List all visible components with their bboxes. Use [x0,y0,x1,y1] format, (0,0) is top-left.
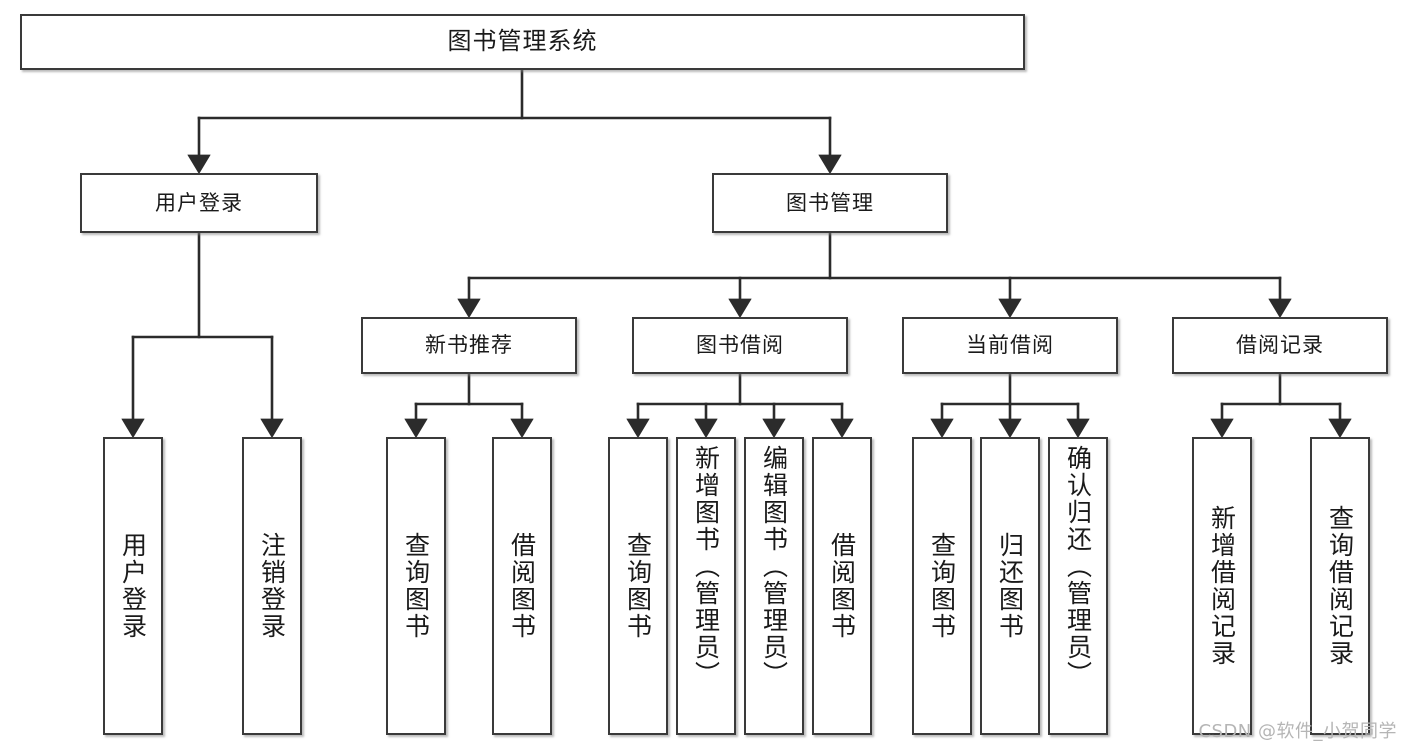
node-leaf-add-book-admin[interactable]: 新增图书（管理员） [676,437,736,735]
node-borrow-record[interactable]: 借阅记录 [1172,317,1388,374]
node-current-borrow-label: 当前借阅 [966,333,1054,358]
node-leaf-borrow-book-1-label: 借阅图书 [507,532,537,640]
node-leaf-query-book-2[interactable]: 查询图书 [608,437,668,735]
node-borrow-record-label: 借阅记录 [1236,333,1324,358]
node-leaf-borrow-book-1[interactable]: 借阅图书 [492,437,552,735]
node-book-borrow-label: 图书借阅 [696,333,784,358]
node-book-manage[interactable]: 图书管理 [712,173,948,233]
node-leaf-confirm-return-admin-label: 确认归还（管理员） [1063,445,1093,688]
node-leaf-add-borrow-record-label: 新增借阅记录 [1207,505,1237,667]
node-new-book-recommend[interactable]: 新书推荐 [361,317,577,374]
node-leaf-query-book-2-label: 查询图书 [623,532,653,640]
node-leaf-query-borrow-record-label: 查询借阅记录 [1325,505,1355,667]
node-leaf-logout-login-label: 注销登录 [257,532,287,640]
node-leaf-add-borrow-record[interactable]: 新增借阅记录 [1192,437,1252,735]
node-root-label: 图书管理系统 [447,27,598,56]
node-leaf-return-book[interactable]: 归还图书 [980,437,1040,735]
node-leaf-add-book-admin-label: 新增图书（管理员） [691,445,721,688]
node-leaf-borrow-book-2-label: 借阅图书 [827,532,857,640]
node-leaf-borrow-book-2[interactable]: 借阅图书 [812,437,872,735]
node-leaf-query-book-3-label: 查询图书 [927,532,957,640]
node-new-book-recommend-label: 新书推荐 [425,333,513,358]
node-leaf-confirm-return-admin[interactable]: 确认归还（管理员） [1048,437,1108,735]
node-root-system[interactable]: 图书管理系统 [20,14,1025,70]
node-current-borrow[interactable]: 当前借阅 [902,317,1118,374]
node-leaf-query-borrow-record[interactable]: 查询借阅记录 [1310,437,1370,735]
node-book-manage-label: 图书管理 [786,190,874,215]
node-user-login-label: 用户登录 [155,190,243,215]
node-leaf-query-book-1-label: 查询图书 [401,532,431,640]
node-leaf-edit-book-admin-label: 编辑图书（管理员） [759,445,789,688]
node-book-borrow[interactable]: 图书借阅 [632,317,848,374]
node-leaf-query-book-1[interactable]: 查询图书 [386,437,446,735]
node-leaf-user-login[interactable]: 用户登录 [103,437,163,735]
node-leaf-user-login-label: 用户登录 [118,532,148,640]
node-leaf-edit-book-admin[interactable]: 编辑图书（管理员） [744,437,804,735]
node-user-login[interactable]: 用户登录 [80,173,318,233]
node-leaf-return-book-label: 归还图书 [995,532,1025,640]
node-leaf-logout-login[interactable]: 注销登录 [242,437,302,735]
node-leaf-query-book-3[interactable]: 查询图书 [912,437,972,735]
